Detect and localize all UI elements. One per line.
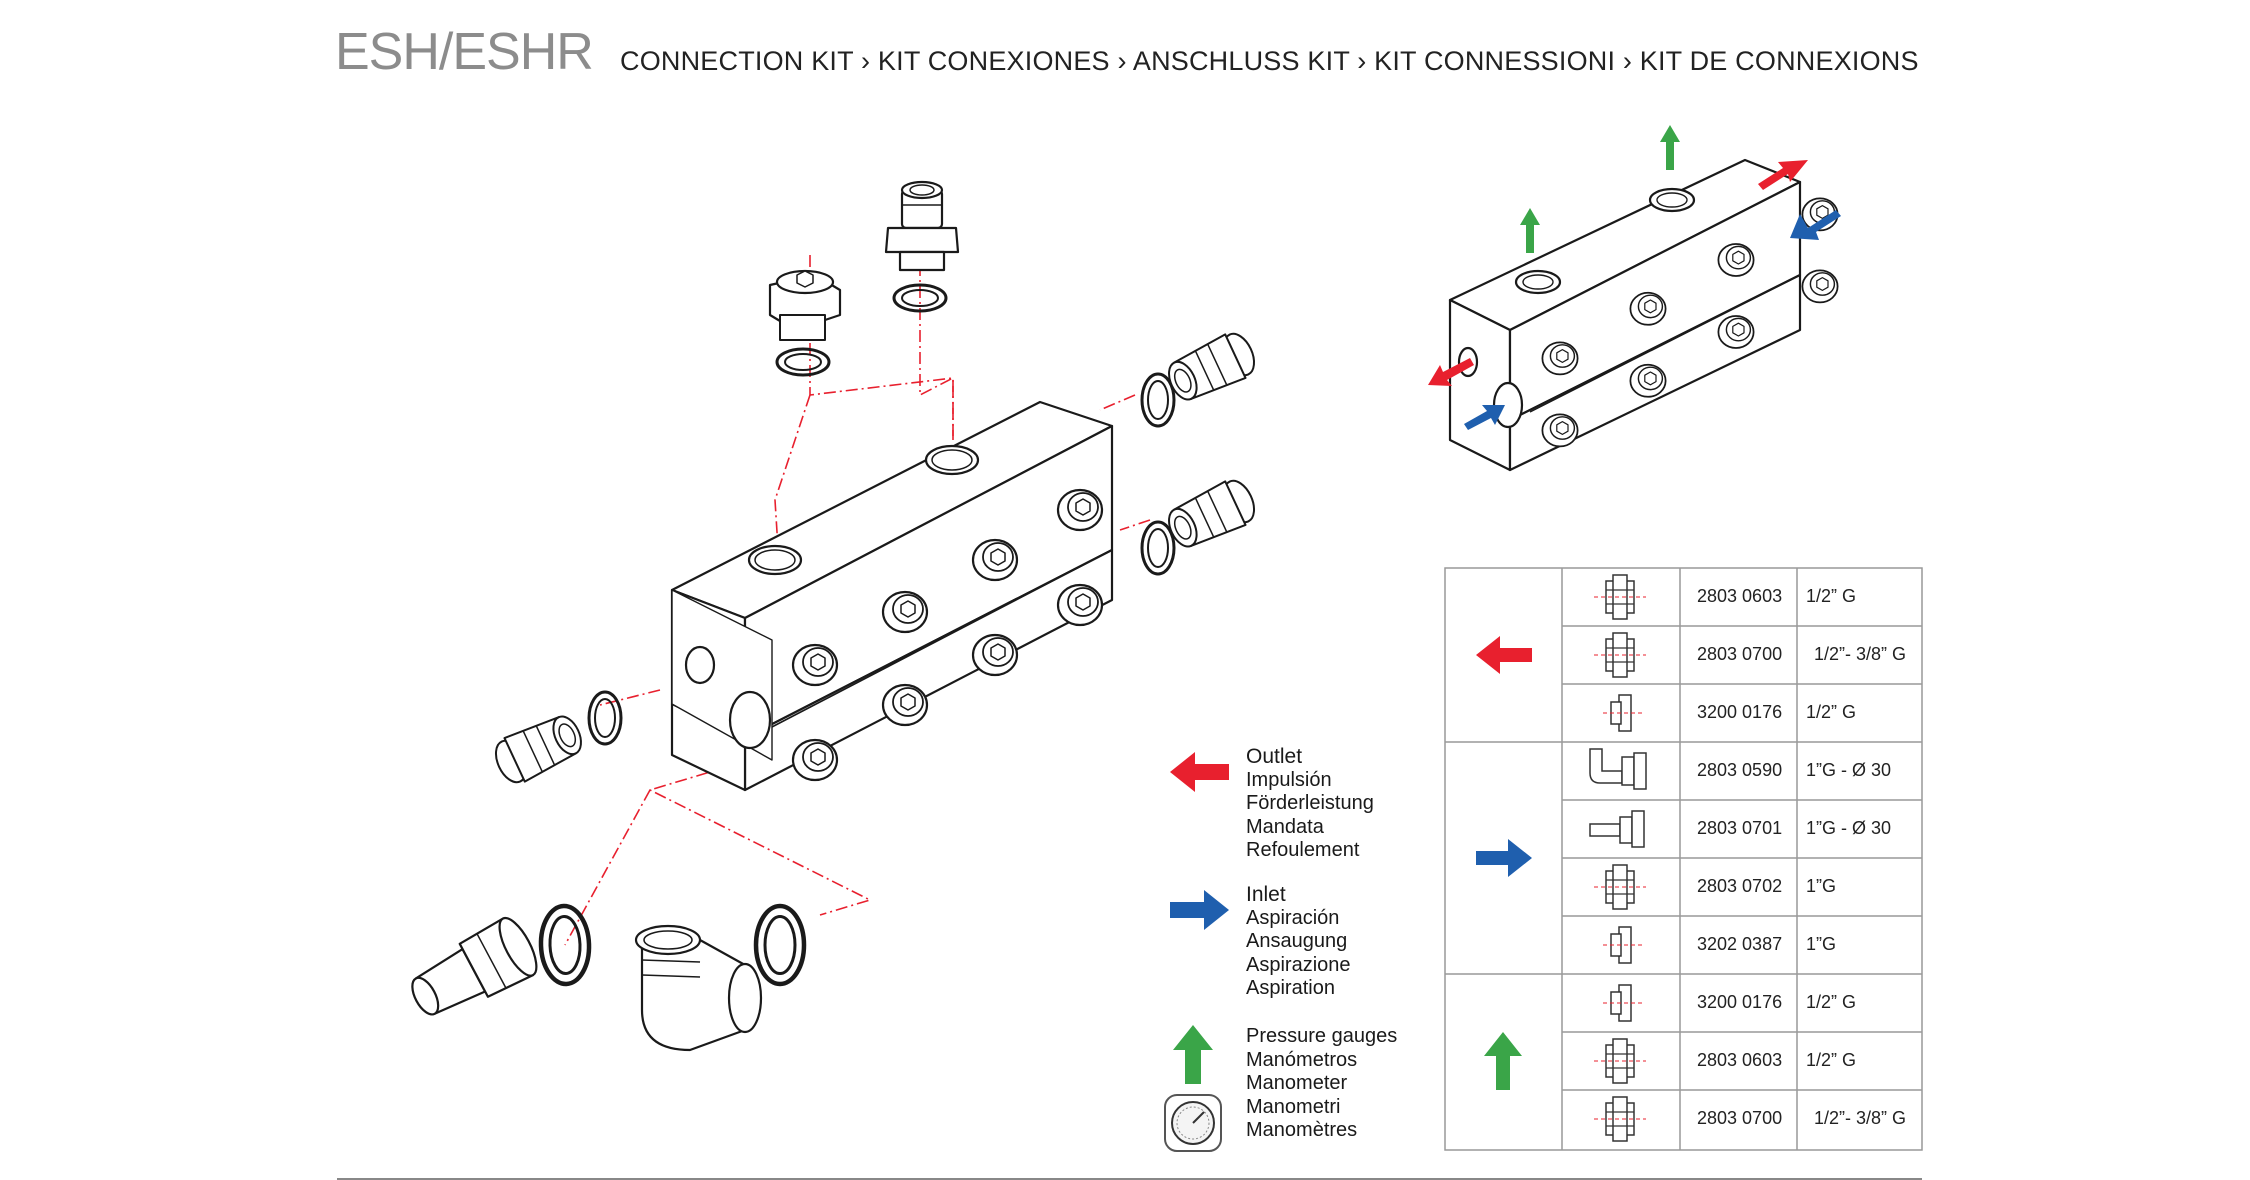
- pressure-gauge-icon: [1164, 1094, 1222, 1152]
- green-arrow-up-icon: [1520, 208, 1540, 253]
- plug-fitting-icon: [1602, 694, 1644, 732]
- red-arrow-icon: [1758, 160, 1808, 190]
- legend-line: Förderleistung: [1246, 792, 1374, 814]
- outlet-legend: Outlet Impulsión Förderleistung Mandata …: [1246, 745, 1374, 863]
- elbow-fitting-icon: [1589, 748, 1647, 790]
- part-code: 2803 0590: [1697, 760, 1783, 780]
- table-gauge-arrow-icon: [1484, 1032, 1522, 1090]
- legend-line: Aspiración: [1246, 906, 1340, 929]
- blue-arrow-icon: [1464, 405, 1505, 430]
- reducer-fitting-icon: [1593, 632, 1647, 678]
- top-plug-part: [768, 269, 842, 377]
- legend-line: Manometer: [1246, 1072, 1348, 1094]
- part-code: 2803 0701: [1697, 818, 1783, 838]
- part-size: 1/2”- 3/8” G: [1814, 644, 1907, 664]
- part-size: 1”G - Ø 30: [1806, 818, 1892, 838]
- part-size: 1/2” G: [1806, 992, 1857, 1012]
- part-code: 2803 0702: [1697, 876, 1783, 896]
- reducer-fitting-icon: [1593, 1096, 1647, 1142]
- legend-line: Aspiration: [1246, 977, 1335, 999]
- part-code: 3200 0176: [1697, 702, 1783, 722]
- part-code: 2803 0603: [1697, 586, 1783, 606]
- straight-fitting-icon: [1593, 864, 1647, 910]
- inlet-legend: Inlet Aspiración Ansaugung Aspirazione A…: [1246, 883, 1351, 1001]
- hose-fitting-icon: [1589, 810, 1645, 848]
- gauge-arrow-icon: [1173, 1025, 1213, 1084]
- legend-line: Manomètres: [1246, 1119, 1358, 1141]
- part-size: 1/2” G: [1806, 702, 1857, 722]
- hose-nipple-part: [411, 916, 538, 1016]
- green-arrow-up-icon: [1660, 125, 1680, 170]
- plug-fitting-icon: [1602, 926, 1644, 964]
- part-size: 1”G: [1806, 876, 1837, 896]
- part-code: 2803 0700: [1697, 644, 1783, 664]
- legend-line: Outlet: [1246, 745, 1303, 768]
- part-size: 1/2”- 3/8” G: [1814, 1108, 1907, 1128]
- straight-fitting-icon: [1593, 1038, 1647, 1084]
- part-code: 2803 0603: [1697, 1050, 1783, 1070]
- legend-line: Manometri: [1246, 1095, 1341, 1118]
- legend-line: Refoulement: [1246, 839, 1360, 861]
- part-code: 2803 0700: [1697, 1108, 1783, 1128]
- bottom-rule: [337, 1178, 1922, 1180]
- part-size: 1”G: [1806, 934, 1837, 954]
- table-outlet-arrow-icon: [1476, 636, 1532, 674]
- legend-line: Aspirazione: [1246, 953, 1351, 976]
- exploded-manifold-drawing: [411, 180, 1263, 1052]
- page-subtitle: CONNECTION KIT › KIT CONEXIONES › ANSCHL…: [620, 46, 1919, 76]
- elbow-fitting-part: [634, 924, 763, 1052]
- page-title: ESH/ESHR: [335, 23, 594, 81]
- assembled-manifold-drawing: [1428, 125, 1841, 472]
- plug-fitting-icon: [1602, 984, 1644, 1022]
- part-size: 1/2” G: [1806, 1050, 1857, 1070]
- legend-line: Inlet: [1246, 883, 1286, 906]
- gauges-legend: Pressure gauges Manómetros Manometer Man…: [1246, 1025, 1397, 1143]
- outlet-arrow-icon: [1170, 752, 1229, 792]
- part-size: 1”G - Ø 30: [1806, 760, 1892, 780]
- part-code: 3200 0176: [1697, 992, 1783, 1012]
- legend-line: Ansaugung: [1246, 930, 1348, 952]
- table-inlet-arrow-icon: [1476, 839, 1532, 877]
- top-nipple-part: [884, 180, 960, 313]
- blue-arrow-icon: [1790, 210, 1841, 240]
- red-arrow-icon: [1428, 358, 1474, 386]
- elbow-oring-part: [756, 906, 804, 984]
- legend-line: Mandata: [1246, 815, 1324, 838]
- part-code: 3202 0387: [1697, 934, 1783, 954]
- legend-line: Impulsión: [1246, 768, 1332, 791]
- parts-table: [1444, 567, 1923, 1151]
- straight-fitting-icon: [1593, 574, 1647, 620]
- legend-line: Pressure gauges: [1246, 1025, 1398, 1047]
- legend-line: Manómetros: [1246, 1048, 1358, 1071]
- part-size: 1/2” G: [1806, 586, 1857, 606]
- inlet-arrow-icon: [1170, 890, 1229, 930]
